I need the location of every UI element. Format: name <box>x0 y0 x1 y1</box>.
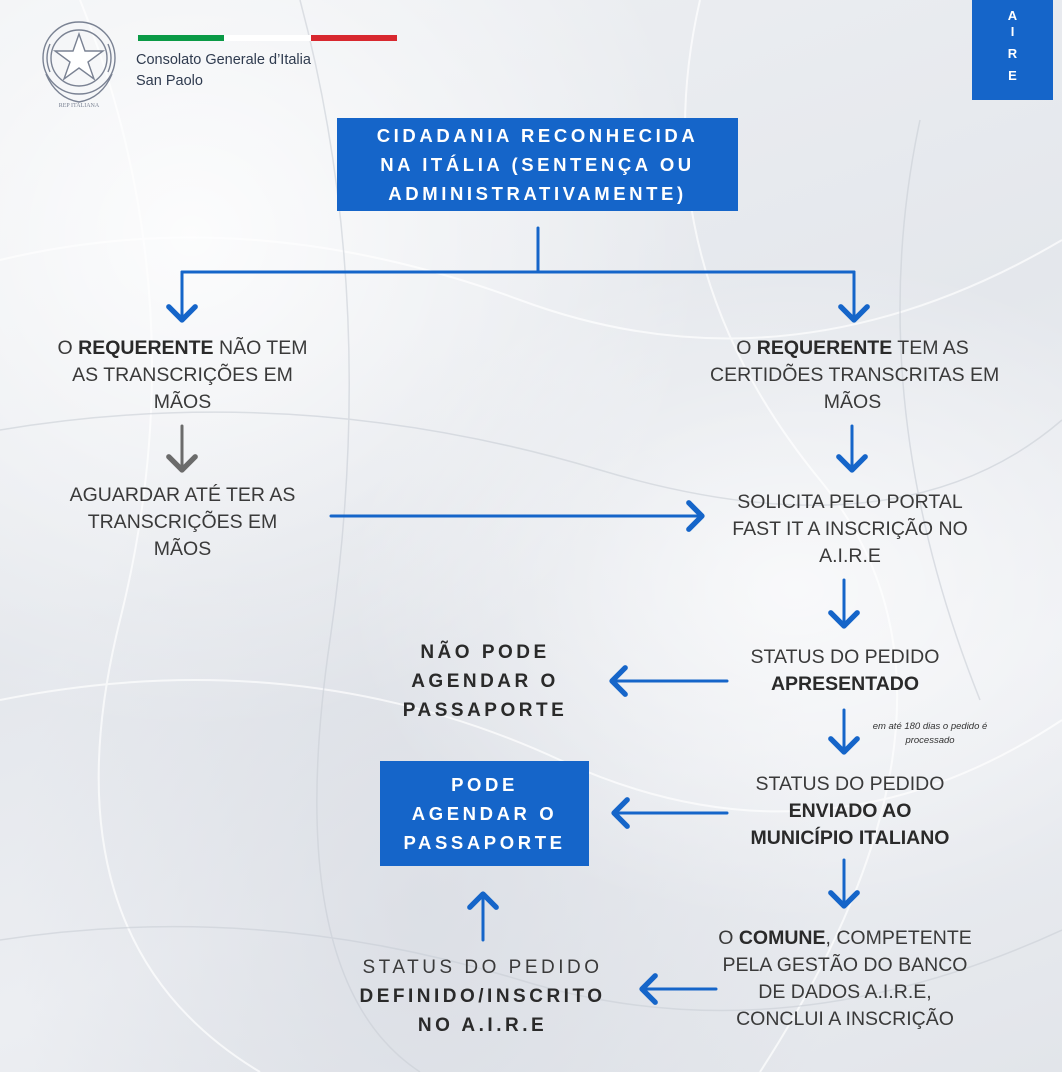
flag-white-stripe <box>224 35 311 41</box>
italian-flag-stripe <box>138 35 397 41</box>
nao-pode-line-2: AGENDAR O <box>411 671 559 692</box>
status-defined-line-2: DEFINIDO/INSCRITO <box>359 986 606 1007</box>
aire-letter-e: E <box>1008 68 1017 83</box>
comune-concludes-registration: O COMUNE, COMPETENTE PELA GESTÃO DO BANC… <box>700 925 990 1033</box>
right-branch-line-2: CERTIDÕES TRANSCRITAS EM <box>710 364 1000 386</box>
aire-tab: A I R E <box>972 0 1053 100</box>
note-line-2: processado <box>905 735 955 746</box>
consulate-city: San Paolo <box>136 73 203 89</box>
comune-line-2: PELA GESTÃO DO BANCO <box>722 954 968 976</box>
wait-line-3: MÃOS <box>153 538 212 560</box>
italian-republic-emblem-icon: REP ITALIANA <box>42 21 116 109</box>
left-branch-line-1: O REQUERENTE NÃO TEM <box>57 337 308 359</box>
pode-line-2: AGENDAR O <box>411 803 558 824</box>
status-sent-to-municipality: STATUS DO PEDIDO ENVIADO AO MUNICÍPIO IT… <box>715 771 985 852</box>
status-defined-line-3: NO A.I.R.E <box>417 1015 548 1036</box>
top-box-line-1: CIDADANIA RECONHECIDA <box>376 125 699 146</box>
applicant-with-transcriptions: O REQUERENTE TEM AS CERTIDÕES TRANSCRITA… <box>710 335 1000 416</box>
right-branch-line-3: MÃOS <box>823 391 882 413</box>
status-sent-line-2: ENVIADO AO <box>788 800 912 822</box>
nao-pode-line-1: NÃO PODE <box>420 642 550 663</box>
portal-line-1: SOLICITA PELO PORTAL <box>737 491 963 513</box>
note-line-1: em até 180 dias o pedido é <box>872 721 988 732</box>
top-box-line-2: NA ITÁLIA (SENTENÇA OU <box>380 154 695 175</box>
nao-pode-line-3: PASSAPORTE <box>402 700 568 721</box>
status-presented-value: APRESENTADO <box>770 673 920 695</box>
citizenship-recognized-box: CIDADANIA RECONHECIDA NA ITÁLIA (SENTENÇ… <box>337 118 738 211</box>
top-box-line-3: ADMINISTRATIVAMENTE) <box>388 183 687 204</box>
comune-line-4: CONCLUI A INSCRIÇÃO <box>736 1008 954 1030</box>
aire-letter-i: I <box>1010 24 1015 39</box>
right-branch-line-1: O REQUERENTE TEM AS <box>736 337 969 359</box>
left-branch-line-3: MÃOS <box>153 391 212 413</box>
consulate-name: Consolato Generale d’Italia <box>136 52 311 68</box>
comune-line-3: DE DADOS A.I.R.E, <box>758 981 932 1003</box>
status-defined-line-1: STATUS DO PEDIDO <box>362 957 603 978</box>
pode-line-3: PASSAPORTE <box>403 832 566 853</box>
status-presented-line-1: STATUS DO PEDIDO <box>750 646 940 668</box>
portal-line-2: FAST IT A INSCRIÇÃO NO <box>732 518 968 540</box>
left-branch-line-2: AS TRANSCRIÇÕES EM <box>72 364 293 386</box>
cannot-schedule-passport: NÃO PODE AGENDAR O PASSAPORTE <box>370 638 600 725</box>
processing-time-note: em até 180 dias o pedido é processado <box>855 720 1005 748</box>
aire-letter-r: R <box>1007 46 1018 61</box>
applicant-without-transcriptions: O REQUERENTE NÃO TEM AS TRANSCRIÇÕES EM … <box>30 335 335 416</box>
wait-for-transcriptions: AGUARDAR ATÉ TER AS TRANSCRIÇÕES EM MÃOS <box>30 482 335 563</box>
status-defined-registered: STATUS DO PEDIDO DEFINIDO/INSCRITO NO A.… <box>330 953 635 1040</box>
can-schedule-passport-box: PODE AGENDAR O PASSAPORTE <box>380 761 589 866</box>
status-sent-line-3: MUNICÍPIO ITALIANO <box>750 827 950 849</box>
flag-green-stripe <box>138 35 225 41</box>
wait-line-1: AGUARDAR ATÉ TER AS <box>69 484 296 506</box>
status-sent-line-1: STATUS DO PEDIDO <box>755 773 945 795</box>
svg-text:REP ITALIANA: REP ITALIANA <box>59 103 100 109</box>
wait-line-2: TRANSCRIÇÕES EM <box>87 511 278 533</box>
portal-line-3: A.I.R.E <box>819 545 881 567</box>
aire-letter-a: A <box>1007 8 1018 23</box>
request-via-fast-it-portal: SOLICITA PELO PORTAL FAST IT A INSCRIÇÃO… <box>705 489 995 570</box>
pode-line-1: PODE <box>451 774 518 795</box>
flag-red-stripe <box>310 35 397 41</box>
status-presented: STATUS DO PEDIDO APRESENTADO <box>720 644 970 698</box>
comune-line-1: O COMUNE, COMPETENTE <box>718 927 972 949</box>
